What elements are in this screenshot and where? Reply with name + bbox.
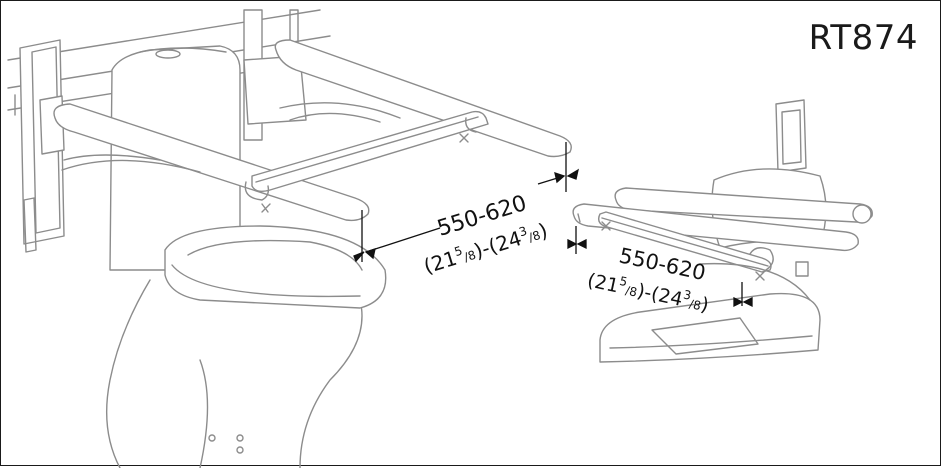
shower-seat-platform [599, 261, 821, 363]
dimension-right-b-den: 8 [692, 298, 702, 313]
dimension-right-b-num: 3 [682, 287, 692, 302]
dimension-left-a-den: 8 [466, 248, 477, 264]
dimension-right-a-den: 8 [628, 284, 638, 299]
svg-text:(215/8)-(243/8): (215/8)-(243/8) [585, 267, 711, 316]
toilet-bowl [106, 225, 387, 468]
product-code-label: RT874 [808, 18, 918, 58]
dimension-right-a-whole: 21 [593, 271, 621, 298]
shower-seat-bar-front [572, 203, 859, 252]
grab-bar-back [274, 39, 572, 158]
dimension-lines-right [567, 226, 753, 308]
dimension-right-b-whole: 24 [656, 284, 684, 311]
wall-column-right [775, 99, 807, 173]
dimension-right-a-num: 5 [618, 274, 628, 289]
wall-bracket-center [243, 9, 307, 141]
dimension-lines-left [353, 142, 579, 263]
dimension-left-b-num: 3 [517, 224, 528, 240]
grab-bar-front [53, 103, 370, 222]
dimension-left-a-num: 5 [453, 243, 464, 259]
back-support-strap-left [244, 110, 489, 213]
dimension-left-b-den: 8 [531, 228, 542, 244]
dimension-label-left: 550-620 (215/8)-(243/8) [421, 191, 550, 278]
back-support-strap-right [597, 211, 774, 281]
wall-bracket-left [19, 39, 65, 253]
